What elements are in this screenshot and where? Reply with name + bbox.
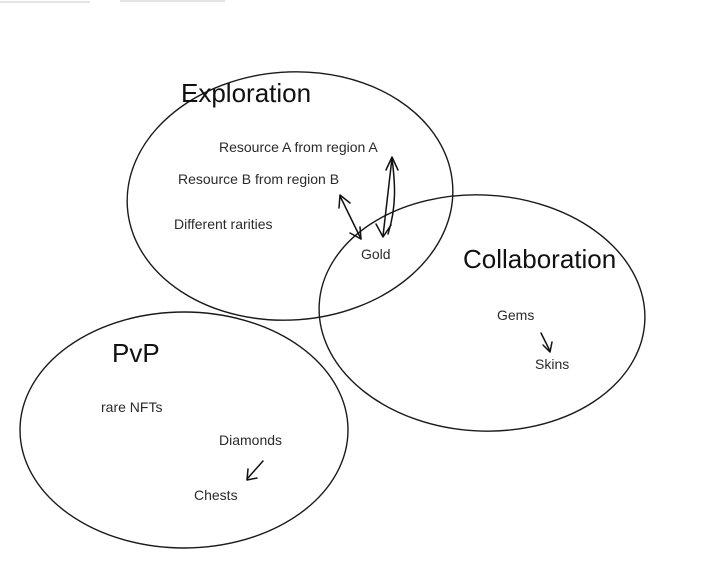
resource-b-label: Resource B from region B — [178, 171, 339, 187]
resource-a-label: Resource A from region A — [219, 139, 378, 155]
diamonds-label: Diamonds — [219, 432, 282, 448]
rare-nfts-label: rare NFTs — [101, 399, 162, 415]
skins-label: Skins — [535, 356, 569, 372]
gems-skins-arrow — [540, 332, 553, 353]
exploration-circle — [126, 71, 454, 321]
collaboration-circle — [318, 194, 646, 432]
gold-label: Gold — [361, 246, 391, 262]
resource-a-gold-arrow — [375, 156, 399, 238]
pvp-circle — [19, 311, 349, 549]
rarities-label: Different rarities — [174, 216, 273, 232]
exploration-title: Exploration — [181, 78, 311, 108]
pvp-title: PvP — [112, 338, 160, 368]
diamonds-chests-arrow — [246, 460, 264, 481]
gems-label: Gems — [497, 307, 534, 323]
resource-b-gold-arrow — [338, 194, 362, 240]
cropped-text-fragment — [0, 0, 225, 3]
collaboration-title: Collaboration — [463, 244, 616, 274]
chests-label: Chests — [194, 487, 238, 503]
